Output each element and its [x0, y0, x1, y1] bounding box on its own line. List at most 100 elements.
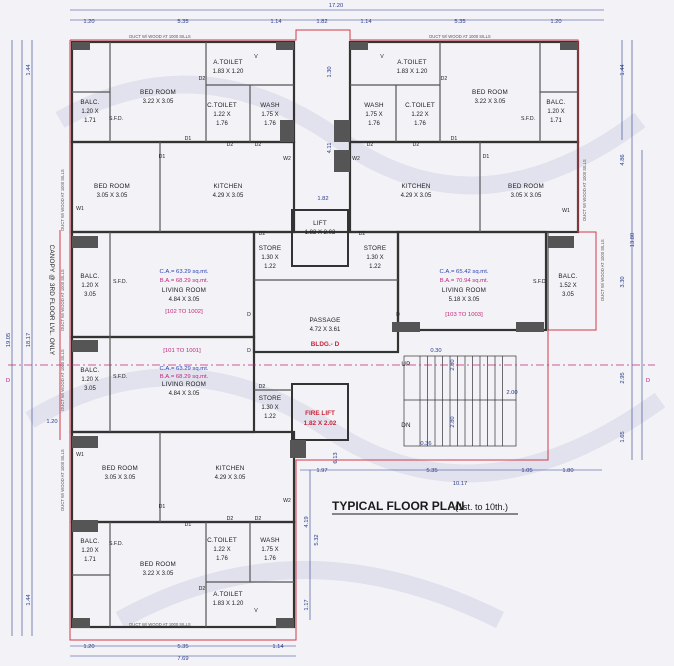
room-name: WASH: [364, 102, 384, 109]
dim-top-e: 1.14: [360, 19, 372, 25]
svg-text:1.17: 1.17: [304, 599, 310, 610]
svg-text:D2: D2: [359, 231, 366, 237]
room-name: LIFT: [313, 220, 327, 227]
svg-text:W2: W2: [283, 156, 291, 162]
room-name: KITCHEN: [215, 465, 244, 472]
svg-text:V: V: [254, 54, 258, 60]
room-name: STORE: [259, 245, 282, 252]
svg-text:0.30: 0.30: [430, 348, 441, 354]
svg-text:1.22: 1.22: [264, 414, 276, 420]
svg-text:DUCT W/ WOOD AT 1000 SILLS: DUCT W/ WOOD AT 1000 SILLS: [429, 34, 491, 39]
svg-text:DUCT W/ WOOD AT 1000 SILLS: DUCT W/ WOOD AT 1000 SILLS: [60, 449, 65, 511]
dim-top-a: 1.20: [83, 19, 94, 25]
svg-text:S.F.D.: S.F.D.: [113, 374, 127, 380]
svg-text:1.22: 1.22: [264, 264, 276, 270]
dim-top-c: 1.14: [270, 19, 282, 25]
shaft-notes: DUCT W/ WOOD AT 1000 SILLS DUCT W/ WOOD …: [60, 34, 605, 627]
svg-text:D1: D1: [483, 154, 490, 160]
dim-right-mid: 4.86: [620, 154, 626, 165]
svg-text:1.20 X: 1.20 X: [81, 109, 98, 115]
svg-text:W2: W2: [283, 498, 291, 504]
svg-text:4.29 X 3.05: 4.29 X 3.05: [213, 193, 244, 199]
unit-bottom-left: BED ROOM 3.05 X 3.05 KITCHEN 4.29 X 3.05…: [76, 452, 291, 614]
svg-text:1.20 X: 1.20 X: [81, 548, 98, 554]
dim-left-total: 19.05: [6, 333, 12, 348]
svg-text:1.71: 1.71: [84, 557, 96, 563]
room-size: 3.22 X 3.05: [143, 99, 174, 105]
svg-text:2.80: 2.80: [450, 416, 456, 427]
svg-text:W1: W1: [76, 206, 84, 212]
svg-text:1.76: 1.76: [216, 121, 228, 127]
svg-text:DN: DN: [401, 422, 411, 429]
room-name: KITCHEN: [213, 183, 242, 190]
title-text: TYPICAL FLOOR PLAN: [332, 499, 464, 513]
svg-text:3.05 X 3.05: 3.05 X 3.05: [105, 475, 136, 481]
room-name: C.TOILET: [207, 102, 237, 109]
room-name: BED ROOM: [508, 183, 544, 190]
svg-text:1.76: 1.76: [368, 121, 380, 127]
title-range: (1st. to 10th.): [455, 502, 508, 512]
unit-living-right: C.A.= 65.42 sq.mt. B.A.= 70.94 sq.mt. LI…: [396, 269, 577, 318]
room-name: BALC.: [80, 99, 99, 106]
svg-text:4.29 X 3.05: 4.29 X 3.05: [215, 475, 246, 481]
svg-text:W1: W1: [562, 208, 570, 214]
svg-text:V: V: [380, 54, 384, 60]
svg-text:D2: D2: [259, 231, 266, 237]
svg-text:4.29 X 3.05: 4.29 X 3.05: [401, 193, 432, 199]
svg-text:D: D: [247, 312, 251, 318]
svg-text:1.20 X: 1.20 X: [81, 377, 98, 383]
svg-text:D2: D2: [441, 76, 448, 82]
staircase: [403, 355, 517, 447]
room-name: BALC.: [80, 538, 99, 545]
dim-top-f: 5.35: [454, 19, 465, 25]
dim-right-d: 2.95: [620, 372, 626, 383]
svg-text:1.22 X: 1.22 X: [213, 547, 230, 553]
svg-text:5.35: 5.35: [426, 468, 437, 474]
svg-text:S.F.D.: S.F.D.: [533, 279, 547, 285]
svg-text:1.75 X: 1.75 X: [261, 112, 278, 118]
svg-text:3.05 X 3.05: 3.05 X 3.05: [97, 193, 128, 199]
svg-text:1.52 X: 1.52 X: [559, 283, 576, 289]
svg-text:3.22 X 3.05: 3.22 X 3.05: [143, 571, 174, 577]
svg-text:1.75 X: 1.75 X: [261, 547, 278, 553]
svg-text:D2: D2: [199, 586, 206, 592]
svg-text:1.83 X 1.20: 1.83 X 1.20: [397, 69, 428, 75]
svg-text:S.F.D.: S.F.D.: [109, 116, 123, 122]
dim-bot-total: 7.69: [177, 656, 188, 662]
dim-right-c: 3.30: [620, 276, 626, 287]
svg-text:10.17: 10.17: [453, 481, 468, 487]
svg-text:4.84 X 3.05: 4.84 X 3.05: [169, 297, 200, 303]
dim-top-g: 1.20: [550, 19, 561, 25]
svg-text:3.05: 3.05: [562, 292, 574, 298]
svg-text:D: D: [396, 312, 400, 318]
flat-range: [103 TO 1003]: [445, 312, 483, 318]
svg-text:1.71: 1.71: [84, 118, 96, 124]
svg-text:1.82 X 2.02: 1.82 X 2.02: [304, 420, 337, 427]
room-size: 1.83 X 1.20: [213, 69, 244, 75]
room-name: FIRE LIFT: [305, 410, 335, 417]
room-name: BED ROOM: [94, 183, 130, 190]
svg-text:0.36: 0.36: [420, 441, 431, 447]
svg-text:1.76: 1.76: [216, 556, 228, 562]
svg-text:1.30 X: 1.30 X: [366, 255, 383, 261]
dim-left-b: 1.20: [46, 419, 57, 425]
svg-text:D: D: [646, 378, 650, 384]
lower-dims: 1.97 5.35 1.05 1.80 10.17 6.13 4.19 5.32…: [304, 452, 574, 610]
dim-bot-c: 1.14: [272, 644, 284, 650]
svg-text:4.19: 4.19: [304, 516, 310, 527]
svg-text:D: D: [6, 378, 10, 384]
svg-text:3.05: 3.05: [84, 386, 96, 392]
svg-text:DUCT W/ WOOD AT 1000 SILLS: DUCT W/ WOOD AT 1000 SILLS: [129, 622, 191, 627]
room-name: LIVING ROOM: [162, 287, 206, 294]
room-name: WASH: [260, 102, 280, 109]
svg-text:V: V: [254, 608, 258, 614]
room-name: BED ROOM: [140, 561, 176, 568]
dim-mid-182: 1.82: [317, 196, 328, 202]
svg-text:D1: D1: [185, 522, 192, 528]
svg-text:1.71: 1.71: [550, 118, 562, 124]
room-name: BED ROOM: [472, 89, 508, 96]
room-name: PASSAGE: [309, 317, 340, 324]
svg-text:DUCT W/ WOOD AT 1000 SILLS: DUCT W/ WOOD AT 1000 SILLS: [600, 239, 605, 301]
flat-range: [102 TO 1002]: [165, 309, 203, 315]
svg-text:1.20 X: 1.20 X: [81, 283, 98, 289]
